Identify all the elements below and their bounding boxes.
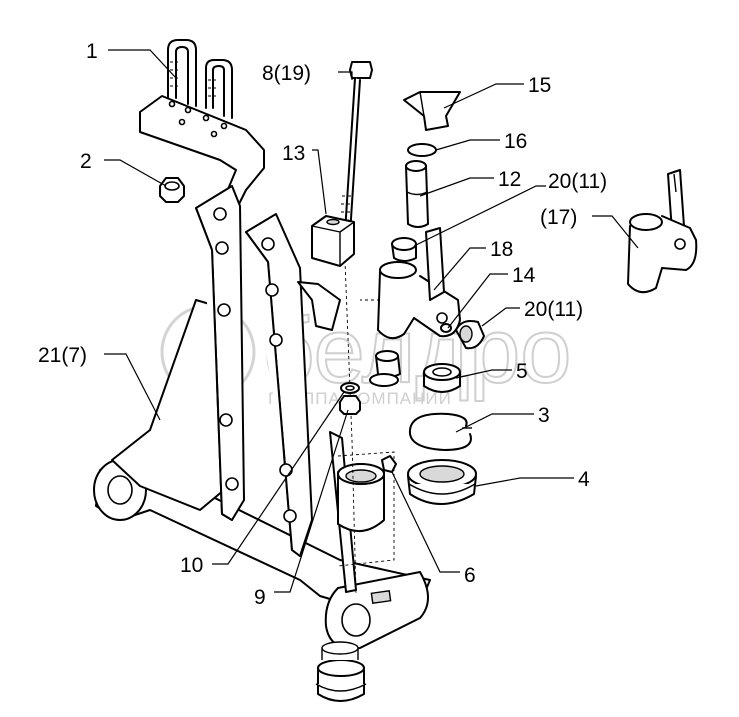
seal-ring xyxy=(423,363,461,393)
callout-13: 13 xyxy=(282,142,305,165)
spring-clip xyxy=(403,91,461,131)
lever-sleeve xyxy=(360,227,461,340)
lower-spacer xyxy=(369,350,401,387)
callout-16: 16 xyxy=(504,130,527,153)
callout-18: 18 xyxy=(490,238,513,261)
callout-17: (17) xyxy=(540,206,577,229)
callout-4: 4 xyxy=(578,468,590,491)
small-bushing-right xyxy=(455,320,485,350)
callout-5: 5 xyxy=(516,360,528,383)
callout-12: 12 xyxy=(498,168,521,191)
u-bolts xyxy=(167,39,233,119)
pin xyxy=(405,160,429,228)
callout-20-upper: 20(11) xyxy=(548,170,607,193)
bearing xyxy=(407,459,477,505)
nut xyxy=(159,177,185,203)
callout-1: 1 xyxy=(86,40,98,63)
callout-21: 21(7) xyxy=(38,344,87,367)
bearing-housing xyxy=(337,451,395,567)
callout-10: 10 xyxy=(180,554,203,577)
callout-2: 2 xyxy=(80,150,92,173)
callout-9: 9 xyxy=(254,586,266,609)
callout-15: 15 xyxy=(528,74,551,97)
washer xyxy=(407,143,437,157)
fitting xyxy=(381,455,397,473)
watermark-subtitle: ГРУППА КОМПАНИЙ xyxy=(268,389,452,408)
rubber-bushing xyxy=(311,215,355,267)
callout-6: 6 xyxy=(464,564,476,587)
callout-20-right: 20(11) xyxy=(524,298,583,321)
callout-3: 3 xyxy=(538,404,550,427)
circlip xyxy=(408,412,472,451)
small-bushing-upper xyxy=(391,237,417,262)
alternative-lever xyxy=(627,169,698,294)
callouts: 1 2 3 4 5 6 8(19) 9 10 12 13 14 15 16 (1… xyxy=(38,40,607,609)
grease-fitting xyxy=(440,323,452,333)
mounting-plate xyxy=(139,95,265,211)
bottom-bushing xyxy=(315,641,367,702)
leader-lines xyxy=(104,49,639,593)
nut-and-washer xyxy=(339,382,361,415)
callout-14: 14 xyxy=(512,264,536,287)
callout-8: 8(19) xyxy=(262,62,311,85)
main-bracket xyxy=(93,185,431,650)
